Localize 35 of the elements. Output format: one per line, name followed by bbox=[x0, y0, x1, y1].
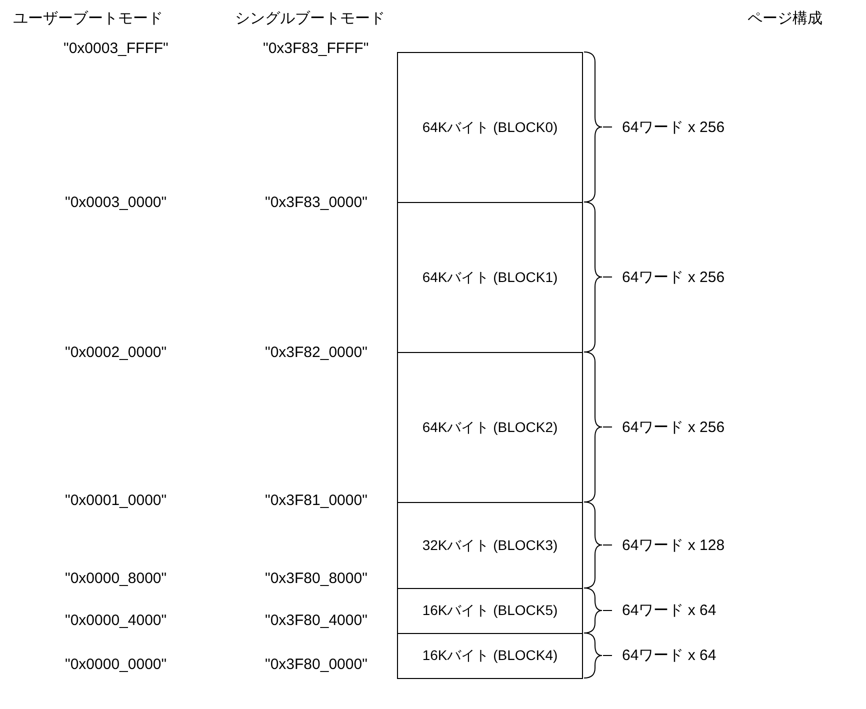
block-label: 16Kバイト (BLOCK5) bbox=[422, 602, 558, 620]
address-label: "0x3F81_0000" bbox=[265, 492, 368, 508]
address-label: "0x3F80_4000" bbox=[265, 612, 368, 628]
address-label: "0x3F82_0000" bbox=[265, 344, 368, 360]
address-label: "0x0003_0000" bbox=[65, 194, 167, 210]
column-header: ページ構成 bbox=[748, 8, 822, 28]
address-label: "0x0000_4000" bbox=[65, 612, 167, 628]
page-config-label: 64ワード x 128 bbox=[622, 536, 725, 554]
page-config-label: 64ワード x 64 bbox=[622, 601, 716, 620]
address-label: "0x0000_8000" bbox=[65, 570, 167, 586]
address-label: "0x0001_0000" bbox=[65, 492, 167, 508]
address-label: "0x3F83_0000" bbox=[265, 194, 368, 210]
page-config-label: 64ワード x 256 bbox=[622, 418, 725, 436]
page-config-label: 64ワード x 256 bbox=[622, 118, 725, 136]
memory-block bbox=[397, 352, 583, 503]
memory-block bbox=[397, 52, 583, 203]
page-config-label: 64ワード x 256 bbox=[622, 268, 725, 286]
column-header: シングルブートモード bbox=[235, 8, 385, 28]
block-label: 16Kバイト (BLOCK4) bbox=[422, 647, 558, 665]
address-label: "0x3F80_8000" bbox=[265, 570, 368, 586]
column-header: ユーザーブートモード bbox=[13, 8, 163, 28]
block-label: 64Kバイト (BLOCK2) bbox=[422, 418, 558, 436]
page-config-label: 64ワード x 64 bbox=[622, 646, 716, 665]
memory-block bbox=[397, 202, 583, 353]
memory-block bbox=[397, 633, 583, 679]
address-label: "0x3F80_0000" bbox=[265, 656, 368, 672]
memory-block bbox=[397, 502, 583, 589]
memory-block bbox=[397, 588, 583, 634]
address-label: "0x0003_FFFF" bbox=[64, 40, 168, 56]
block-label: 32Kバイト (BLOCK3) bbox=[422, 536, 558, 554]
address-label: "0x3F83_FFFF" bbox=[263, 40, 369, 56]
block-label: 64Kバイト (BLOCK0) bbox=[422, 118, 558, 136]
block-label: 64Kバイト (BLOCK1) bbox=[422, 268, 558, 286]
address-label: "0x0002_0000" bbox=[65, 344, 167, 360]
address-label: "0x0000_0000" bbox=[65, 656, 167, 672]
